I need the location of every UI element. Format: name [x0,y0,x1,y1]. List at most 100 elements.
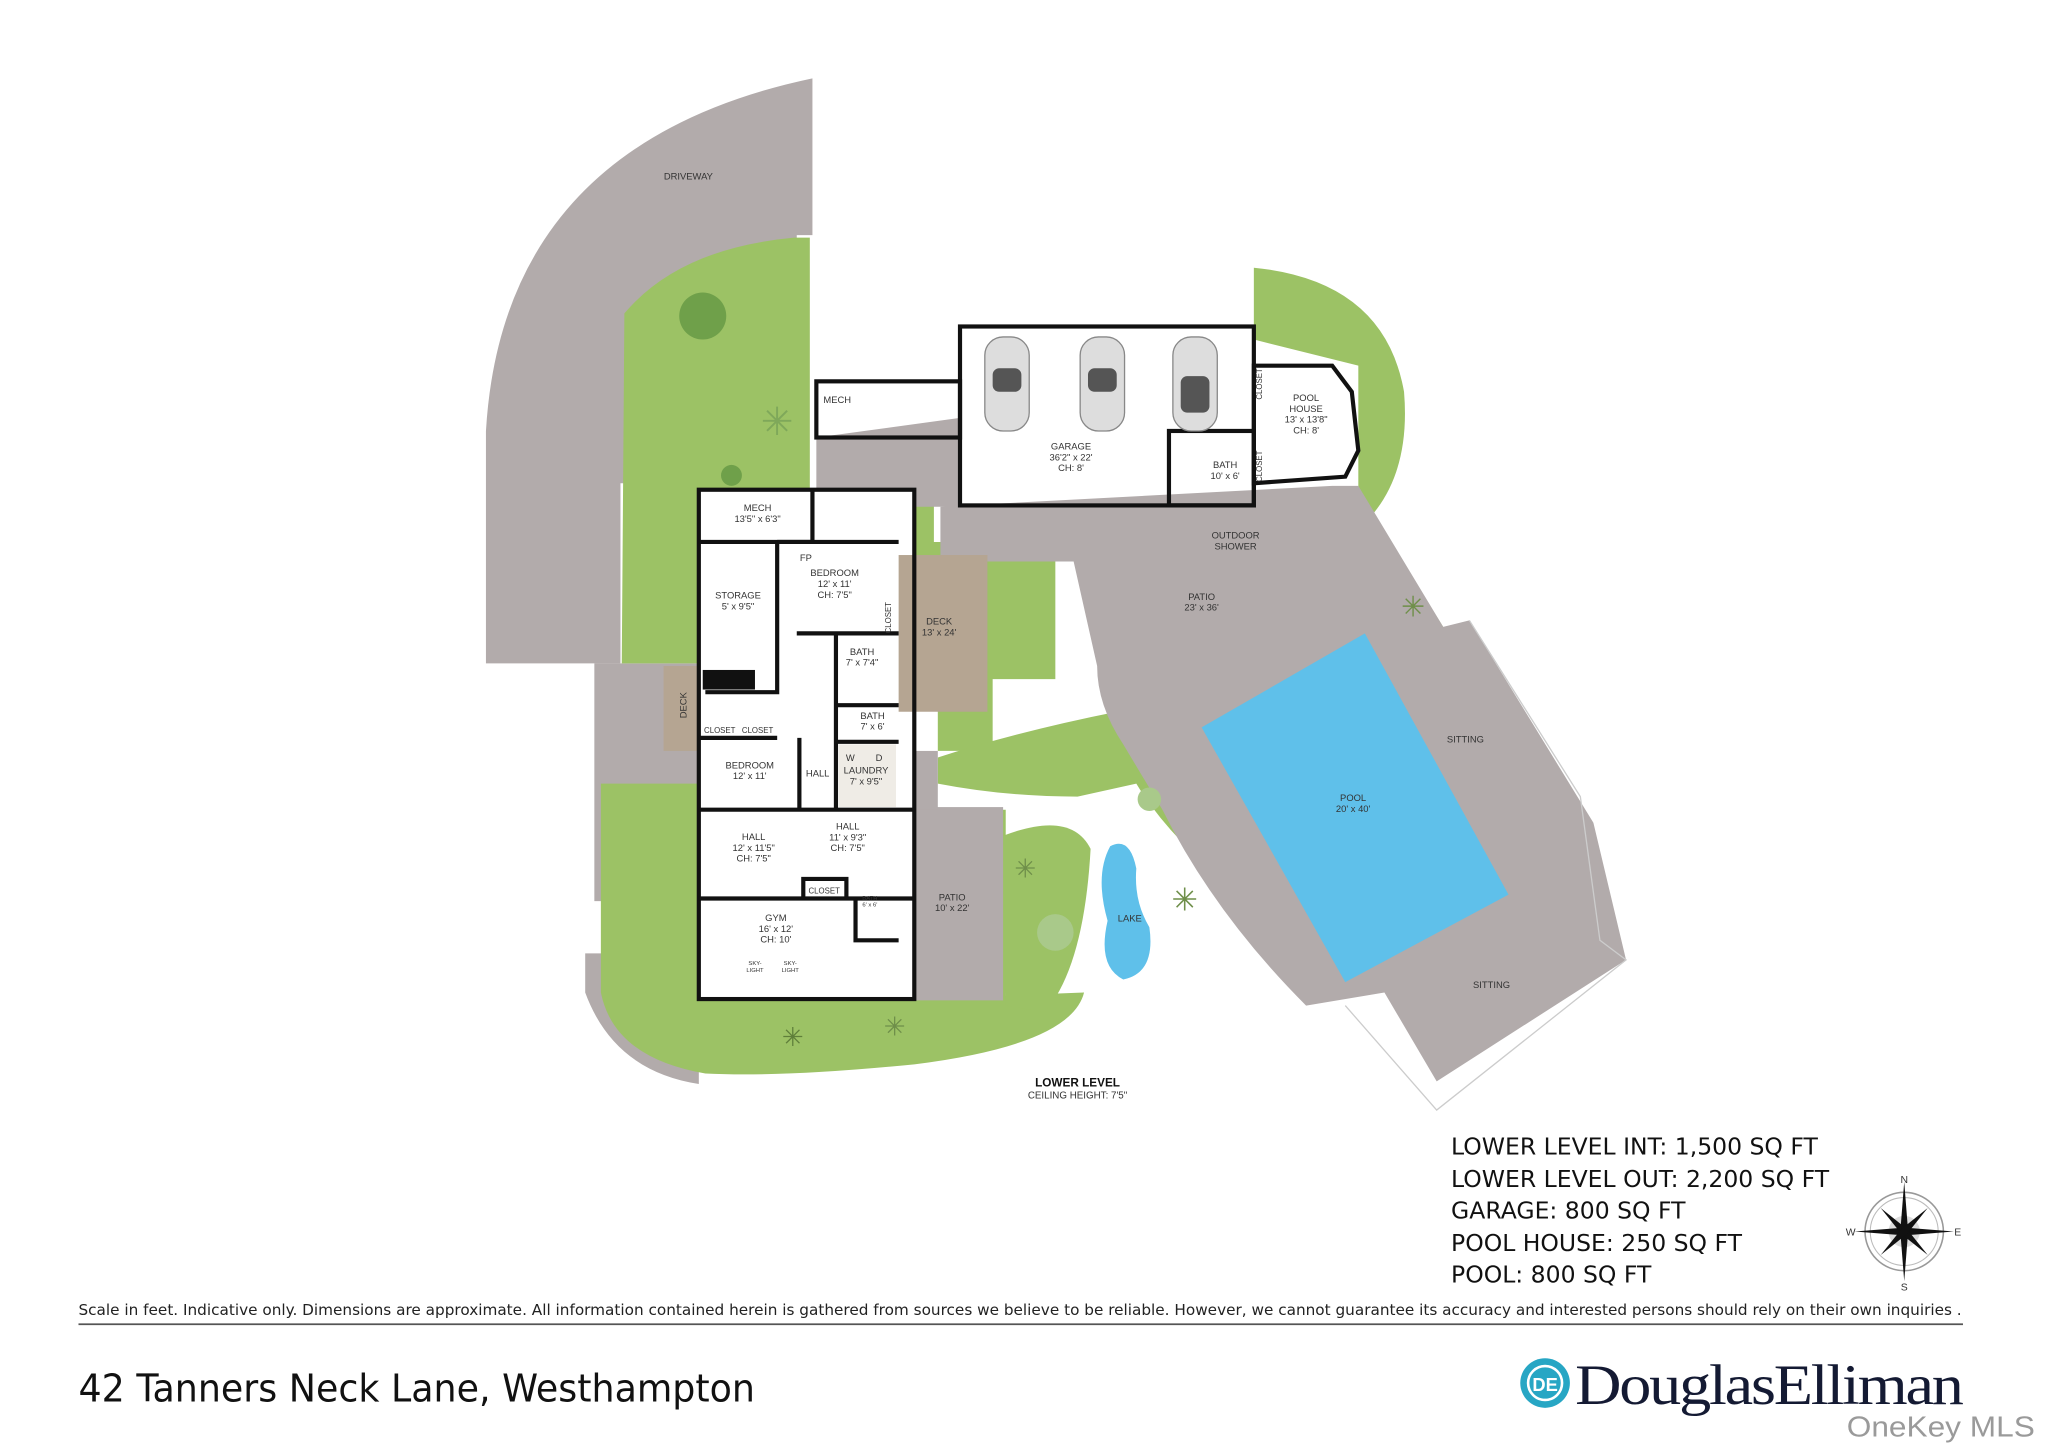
room-label-line: 16' x 12' [759,923,794,934]
room-label-dryer: D [876,752,883,763]
room-label-line: 13' x 13'8" [1285,414,1328,425]
garden-curve [937,711,1267,915]
room-label-line: 10' x 22' [935,902,970,913]
area-line: LOWER LEVEL OUT: 2,200 SQ FT [1451,1165,1830,1193]
room-label-sitting-2: SITTING [1473,979,1510,990]
area-line: POOL: 800 SQ FT [1451,1260,1652,1288]
room-label-line: POOL [1340,792,1366,803]
room-label-line: PATIO [939,891,966,902]
room-label-line: SKY- [784,961,797,967]
room-label-line: LIGHT [782,968,800,974]
room-label-line: OUTDOOR [1212,530,1260,541]
brand-name: DouglasElliman [1575,1354,1963,1417]
room-label-line: 10' x 6' [1211,470,1240,481]
room-label-closet-1: CLOSET [704,726,736,735]
room-label-closet-bed: CLOSET [884,602,893,634]
laundry-floor [838,744,897,808]
walkway [914,750,938,810]
cars [984,336,1218,432]
tree-icon [679,292,727,340]
room-label-line: SITTING [1447,733,1484,744]
level-ceiling: CEILING HEIGHT: 7'5" [1028,1090,1128,1101]
room-label-line: SKY- [748,961,761,967]
room-label-mech-upper: MECH [823,394,851,405]
room-label-line: 5' x 9'5" [722,600,755,611]
room-label-line: STORAGE [715,590,761,601]
room-label-line: MECH [823,394,851,405]
palm-icon: ✳ [761,401,794,444]
area-line: POOL HOUSE: 250 SQ FT [1451,1229,1743,1257]
tree-icon [1137,787,1162,811]
room-label-line: HOUSE [1289,403,1322,414]
room-label-line: CLOSET [884,602,893,634]
room-label-line: BATH [850,646,875,657]
house [696,487,917,1002]
palm-icon: ✳ [1014,854,1036,884]
room-label-line: LIGHT [746,968,764,974]
room-label-line: SITTING [1473,979,1510,990]
area-line: GARAGE: 800 SQ FT [1451,1196,1686,1224]
room-label-line: 13' x 24' [922,627,957,638]
room-label-line: PATIO [1188,591,1215,602]
svg-text:DE: DE [1532,1374,1557,1395]
palm-icon: ✳ [1401,591,1425,623]
palm-icon: ✳ [884,1012,906,1042]
area-line: LOWER LEVEL INT: 1,500 SQ FT [1451,1132,1818,1160]
room-label-line: CLOSET [809,886,841,895]
room-label-line: D [876,752,883,763]
room-label-line: MECH [744,502,772,513]
douglas-elliman-logo: DE DouglasElliman [1520,1354,1965,1417]
room-label-line: 20' x 40' [1336,803,1371,814]
room-label-washer: W [846,752,855,763]
pool-house [1251,363,1361,486]
room-label-sitting-1: SITTING [1447,733,1484,744]
room-label-line: BATH [860,710,885,721]
garden-north [621,237,810,664]
patio-small [914,807,1004,1001]
compass-e: E [1954,1227,1961,1238]
room-label-line: 7' x 6' [861,721,885,732]
room-label-closet-ph-2: CLOSET [1255,450,1264,482]
room-label-line: CH: 10' [760,934,791,945]
stair-area [816,417,961,507]
pool [1201,633,1509,983]
room-label-line: CH: 7'5" [817,589,851,600]
room-label-line: 7' x 9'5" [850,775,883,786]
compass-icon: N E S W [1846,1175,1962,1293]
tree-icon [1037,914,1074,951]
room-label-line: W [846,752,855,763]
room-label-line: CH: 7'5" [736,853,770,864]
room-label-hall-1: HALL [806,767,830,778]
room-label-line: HALL [836,821,860,832]
room-label-line: SHOWER [1214,540,1256,551]
room-label-line: 12' x 11' [733,770,767,781]
area-summary: LOWER LEVEL INT: 1,500 SQ FT LOWER LEVEL… [1451,1132,1830,1288]
room-label-line: CLOSET [1255,450,1264,482]
deck-side [663,666,701,751]
room-label-line: CLOSET [1255,368,1264,400]
level-title: LOWER LEVEL [1035,1077,1120,1090]
room-label-line: 12' x 11'5" [733,842,775,853]
garden-pool-house [1253,267,1405,516]
room-label-line: 36'2" x 22' [1050,451,1093,462]
room-label-line: LAKE [1118,912,1142,923]
room-label-line: 7' x 7'4" [846,657,879,668]
room-label-line: FP [800,552,812,563]
room-label-line: HALL [806,767,830,778]
compass-w: W [1846,1227,1856,1238]
room-label-closet-3: CLOSET [809,886,841,895]
lake [1101,843,1151,980]
room-label-line: GARAGE [1051,441,1091,452]
